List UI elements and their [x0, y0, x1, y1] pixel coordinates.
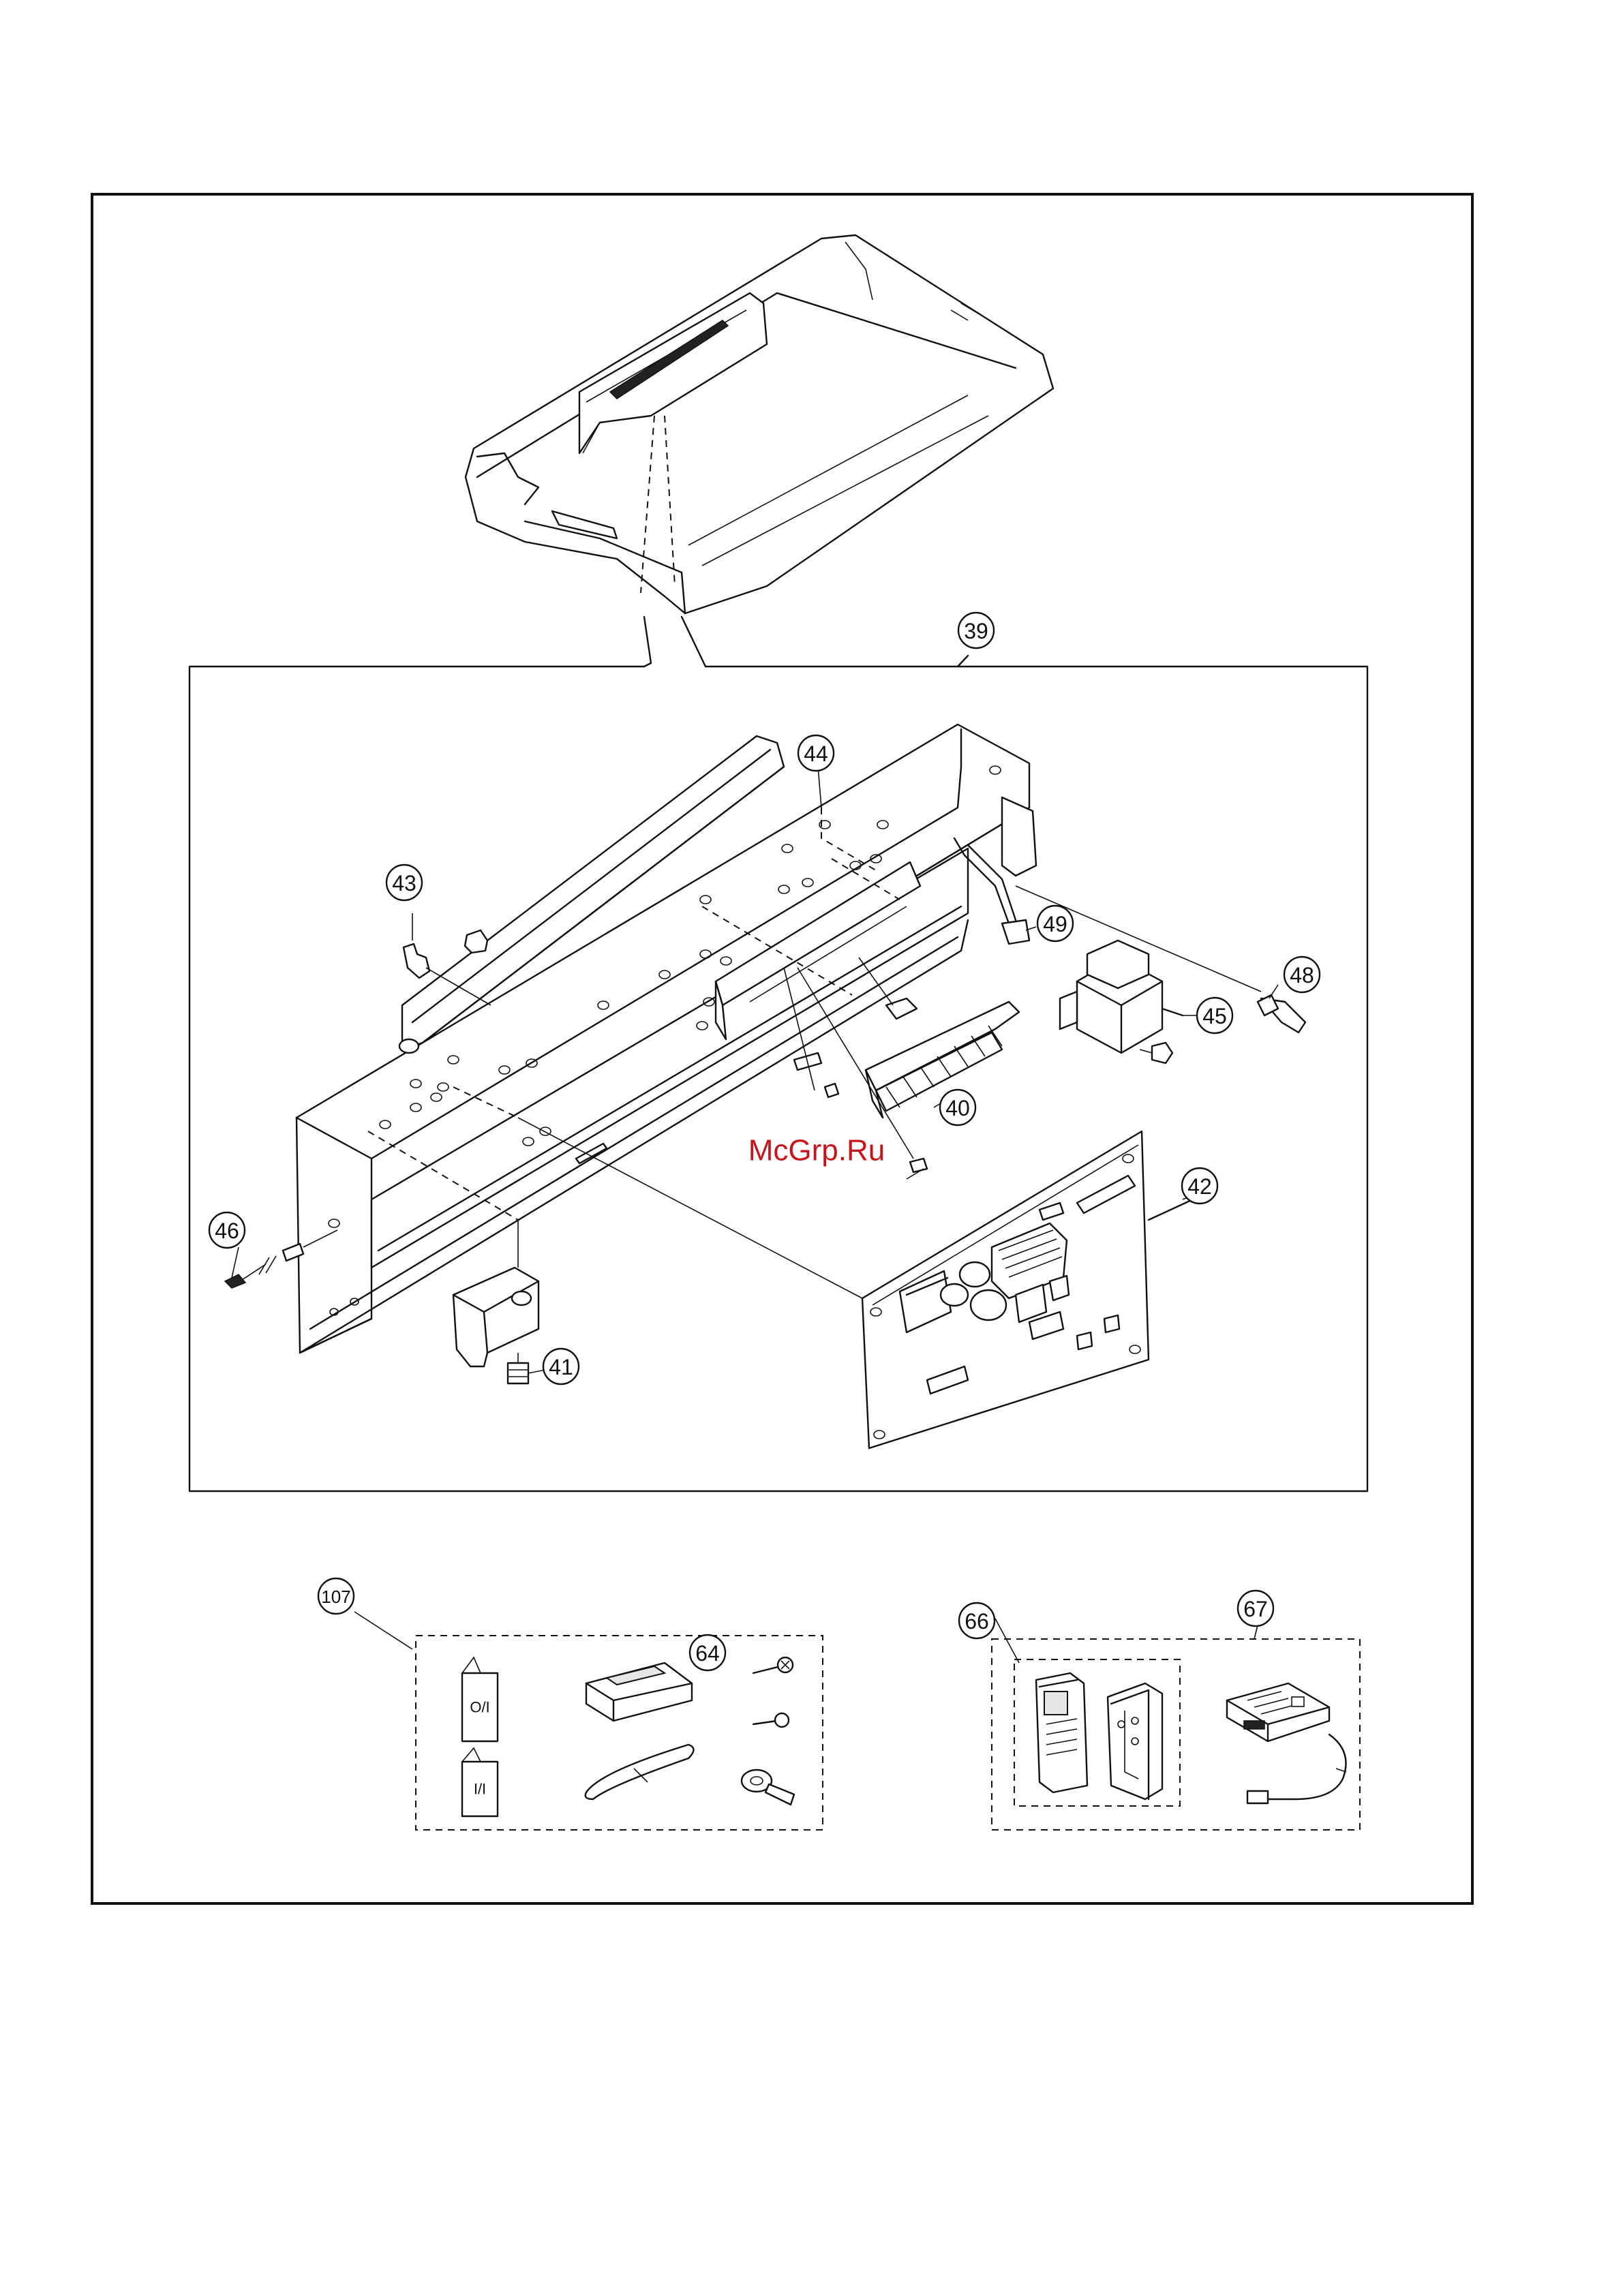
control-box-chassis — [297, 724, 1036, 1353]
callout-48: 48 — [1284, 957, 1320, 992]
callout-49: 49 — [1037, 906, 1073, 941]
svg-text:66: 66 — [965, 1609, 989, 1634]
part-67-wired-controller — [1227, 1683, 1346, 1803]
callout-46: 46 — [209, 1212, 245, 1248]
part-64-holder — [586, 1663, 692, 1721]
svg-text:64: 64 — [695, 1641, 720, 1666]
callout-67: 67 — [1238, 1591, 1273, 1626]
connector-line-left — [644, 617, 651, 667]
booklet-installation-instructions: I/I — [462, 1748, 498, 1816]
svg-text:107: 107 — [321, 1587, 350, 1607]
kit-ring-terminal — [742, 1770, 794, 1805]
callout-40: 40 — [940, 1090, 975, 1125]
kit-cable-tie — [586, 1745, 694, 1799]
accessory-kit-107: O/I I/I — [354, 1612, 823, 1830]
callout-66: 66 — [959, 1603, 995, 1638]
svg-text:49: 49 — [1043, 912, 1067, 936]
svg-text:46: 46 — [215, 1219, 239, 1243]
booklet-operating-instructions: O/I — [462, 1657, 498, 1741]
callout-39: 39 — [958, 613, 994, 648]
callout-107: 107 — [318, 1578, 354, 1614]
callout-43: 43 — [386, 865, 422, 900]
indoor-unit-housing — [466, 235, 1053, 613]
svg-text:67: 67 — [1243, 1597, 1268, 1621]
svg-text:41: 41 — [549, 1355, 573, 1379]
svg-text:43: 43 — [392, 871, 416, 896]
remote-controller-set — [992, 1612, 1360, 1830]
booklet-label-ii: I/I — [474, 1781, 486, 1798]
callout-41: 41 — [543, 1349, 579, 1384]
callout-45: 45 — [1197, 998, 1232, 1033]
svg-text:40: 40 — [945, 1096, 970, 1120]
svg-text:42: 42 — [1187, 1174, 1212, 1199]
svg-text:39: 39 — [964, 619, 988, 643]
watermark: McGrp.Ru — [748, 1134, 885, 1167]
kit-screw-2 — [753, 1713, 789, 1727]
kit-screw-1 — [753, 1657, 793, 1673]
callout-44: 44 — [798, 735, 834, 771]
callout-42: 42 — [1182, 1168, 1217, 1204]
callout-64: 64 — [690, 1635, 725, 1670]
callout-39-leader — [958, 656, 968, 667]
connector-line-right — [682, 617, 706, 667]
svg-text:44: 44 — [804, 741, 828, 766]
part-45-transformer — [1060, 940, 1183, 1063]
callout-66-leader — [995, 1619, 1019, 1663]
svg-text:48: 48 — [1290, 963, 1314, 988]
part-66-remote-holder — [1108, 1683, 1162, 1799]
callout-107-leader — [354, 1612, 412, 1649]
part-48-cable-clamp — [1258, 995, 1305, 1032]
part-42-pcb — [862, 1131, 1193, 1448]
svg-text:45: 45 — [1202, 1004, 1227, 1028]
part-41-motor — [453, 1268, 539, 1383]
part-66-remote-controller — [1036, 1673, 1087, 1792]
booklet-label-oi: O/I — [470, 1699, 489, 1716]
